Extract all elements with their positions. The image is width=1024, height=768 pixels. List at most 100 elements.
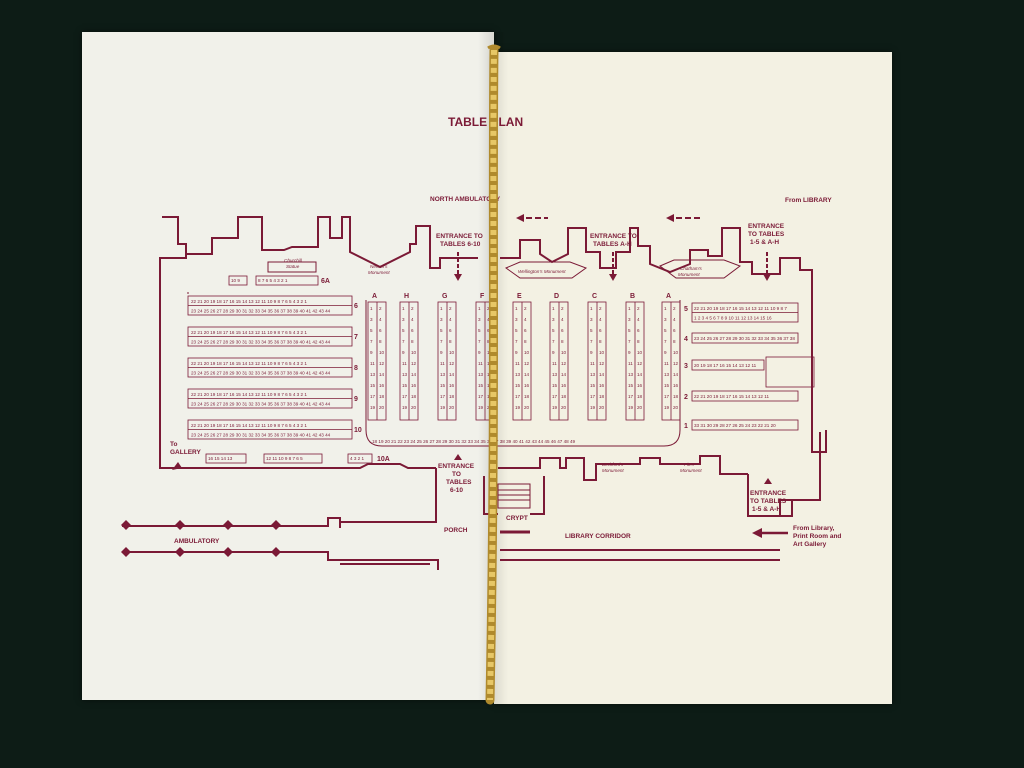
seat-number: 12	[449, 361, 455, 366]
table-9-top-seats: 22 21 20 19 18 17 16 15 14 13 12 11 10 9…	[191, 392, 307, 397]
seat-number: 20	[673, 405, 679, 410]
seat-number: 8	[637, 339, 640, 344]
seat-number: 7	[440, 339, 443, 344]
seat-number: 17	[515, 394, 521, 399]
chatham-monument: Chatham's Monument	[659, 259, 742, 279]
seat-number: 1	[590, 306, 593, 311]
table-10-label: 10	[354, 427, 362, 434]
table-right-label: 4	[684, 336, 688, 343]
seat-number: 20	[637, 405, 643, 410]
seat-number: 15	[370, 383, 376, 388]
entrance-6-10-line2: TABLES 6-10	[440, 241, 481, 248]
entrance-1-5-bottom: ENTRANCE TO TABLES 1-5 & A-H	[747, 474, 793, 517]
table-8-bottom-seats: 23 24 25 26 27 28 29 30 31 32 33 34 35 3…	[191, 371, 331, 376]
table-7-label: 7	[354, 334, 358, 341]
seat-number: 7	[590, 339, 593, 344]
seat-number: 16	[379, 383, 385, 388]
seat-row-bottom: 1 2 3 4 5 6 7 8 9 10 11 12 13 14 15 16	[694, 316, 772, 321]
seat-number: 13	[552, 372, 558, 377]
seat-number: 13	[515, 372, 521, 377]
entrance-1-5-line2: TO TABLES	[748, 231, 785, 238]
svg-text:Pitt's: Pitt's	[684, 462, 695, 467]
north-ambulatory-label: NORTH AMBULATORY	[430, 196, 501, 203]
seat-number: 18	[379, 394, 385, 399]
crypt-label: CRYPT	[506, 515, 528, 522]
seat-number: 1	[478, 306, 481, 311]
dashed-arrow-down-2	[609, 252, 617, 281]
seat-number: 18	[524, 394, 530, 399]
svg-text:Monument: Monument	[602, 468, 624, 473]
svg-text:10A: 10A	[377, 456, 390, 463]
seat-number: 15	[402, 383, 408, 388]
seat-number: 16	[673, 383, 679, 388]
seat-number: 16	[561, 383, 567, 388]
table-right-4: 23 24 25 26 27 28 29 30 31 32 33 34 35 3…	[684, 332, 799, 344]
left-page	[82, 32, 494, 700]
seat-number: 17	[478, 394, 484, 399]
table-right-label: 2	[684, 394, 688, 401]
seat-number: 17	[440, 394, 446, 399]
svg-text:12 11 10 9 8 7 6 5: 12 11 10 9 8 7 6 5	[266, 456, 303, 461]
seat-number: 12	[673, 361, 679, 366]
table-right-label: 1	[684, 423, 688, 430]
seat-number: 7	[370, 339, 373, 344]
seat-number: 2	[637, 306, 640, 311]
table-9: 22 21 20 19 18 17 16 15 14 13 12 11 10 9…	[187, 388, 358, 409]
seat-number: 13	[628, 372, 634, 377]
seat-number: 14	[561, 372, 567, 377]
from-library-print-line1: From Library,	[793, 525, 835, 532]
seat-number: 9	[590, 350, 593, 355]
svg-text:8 7 6 5 4 3 2 1: 8 7 6 5 4 3 2 1	[258, 278, 288, 283]
table-vertical-label: H	[404, 293, 409, 300]
seat-number: 6	[379, 328, 382, 333]
seat-number: 17	[552, 394, 558, 399]
gold-cord-bookmark	[485, 44, 501, 705]
seat-number: 5	[440, 328, 443, 333]
seat-number: 12	[379, 361, 385, 366]
seat-row-top: 22 21 20 19 18 17 16 15 14 13 12 11 10 9…	[694, 306, 787, 311]
seat-number: 15	[552, 383, 558, 388]
table-vertical-label: A	[666, 293, 671, 300]
page-title: TABLE PLAN	[448, 115, 523, 129]
seat-number: 18	[561, 394, 567, 399]
seat-number: 14	[524, 372, 530, 377]
seat-number: 17	[628, 394, 634, 399]
svg-text:TABLES: TABLES	[446, 479, 472, 486]
seat-number: 18	[411, 394, 417, 399]
to-gallery-label: To GALLERY	[170, 441, 201, 470]
svg-text:4 3 2 1: 4 3 2 1	[350, 456, 364, 461]
seat-number: 9	[478, 350, 481, 355]
seat-number: 18	[673, 394, 679, 399]
seat-number: 7	[664, 339, 667, 344]
svg-text:10 9: 10 9	[231, 278, 240, 283]
seat-number: 1	[515, 306, 518, 311]
seat-number: 20	[379, 405, 385, 410]
table-vertical-label: C	[592, 293, 597, 300]
table-9-bottom-seats: 23 24 25 26 27 28 29 30 31 32 33 34 35 3…	[191, 402, 331, 407]
seat-row: 22 21 20 19 18 17 16 15 14 13 12 11	[694, 394, 769, 399]
entrance-a-h-line1: ENTRANCE TO	[590, 233, 637, 240]
seat-number: 3	[440, 317, 443, 322]
seat-number: 3	[590, 317, 593, 322]
seat-number: 9	[664, 350, 667, 355]
seat-number: 16	[637, 383, 643, 388]
seat-number: 11	[664, 361, 669, 366]
seat-number: 2	[673, 306, 676, 311]
seat-number: 6	[561, 328, 564, 333]
seat-number: 17	[664, 394, 670, 399]
seat-number: 19	[515, 405, 521, 410]
seat-number: 14	[449, 372, 455, 377]
seat-number: 12	[561, 361, 567, 366]
seat-number: 2	[379, 306, 382, 311]
svg-text:Chatham's: Chatham's	[680, 266, 703, 271]
dashed-arrow-down-3	[763, 252, 771, 281]
seat-number: 1	[628, 306, 631, 311]
seat-number: 5	[478, 328, 481, 333]
table-6-label: 6	[354, 303, 358, 310]
